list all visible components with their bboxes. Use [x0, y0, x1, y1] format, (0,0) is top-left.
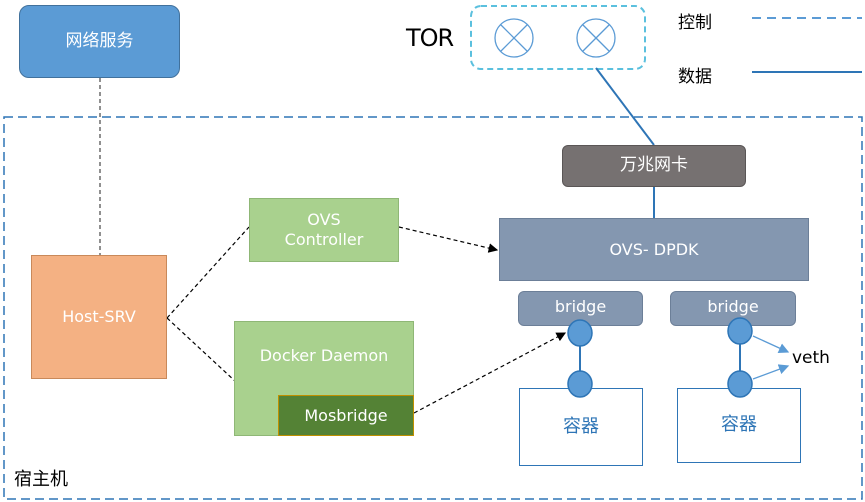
control-link: [166, 226, 250, 319]
bridge-label: bridge: [707, 297, 759, 316]
ovs-dpdk-label: OVS- DPDK: [609, 239, 699, 259]
ovs-controller-line2: Controller: [284, 230, 364, 249]
control-arrow: [413, 332, 567, 414]
tor-box: [470, 5, 646, 70]
tor-port-icon: [494, 18, 534, 58]
ovs-controller-line1: OVS: [307, 210, 341, 229]
ovs-controller-box: OVS Controller: [249, 198, 399, 262]
network-service-label: 网络服务: [65, 30, 134, 51]
host-srv-box: Host-SRV: [31, 255, 167, 379]
container-label: 容器: [721, 414, 757, 436]
network-service-box: 网络服务: [19, 5, 180, 78]
veth-pointer: [752, 364, 790, 380]
data-link: [595, 67, 655, 146]
nic-box: 万兆网卡: [562, 145, 746, 187]
legend-control-label: 控制: [678, 13, 712, 33]
nic-label: 万兆网卡: [620, 155, 688, 176]
bridge-label: bridge: [554, 297, 607, 316]
bridge-box: bridge: [518, 291, 643, 326]
legend-data-label: 数据: [678, 67, 712, 87]
container-label: 容器: [563, 415, 599, 437]
host-label: 宿主机: [14, 469, 68, 490]
control-arrow: [398, 226, 499, 253]
bridge-box: bridge: [670, 291, 796, 326]
host-srv-label: Host-SRV: [62, 307, 136, 326]
host-boundary: [3, 116, 863, 500]
docker-daemon-label: Docker Daemon: [259, 346, 389, 365]
mosbridge-label: Mosbridge: [304, 405, 388, 425]
veth-pointer: [752, 335, 790, 353]
container-box: 容器: [677, 388, 801, 463]
container-box: 容器: [519, 388, 643, 466]
control-link: [166, 317, 237, 383]
tor-label: TOR: [406, 24, 454, 52]
veth-label: veth: [792, 348, 830, 368]
ovs-dpdk-box: OVS- DPDK: [499, 218, 809, 281]
tor-port-icon: [576, 18, 616, 58]
mosbridge-box: Mosbridge: [278, 395, 414, 436]
